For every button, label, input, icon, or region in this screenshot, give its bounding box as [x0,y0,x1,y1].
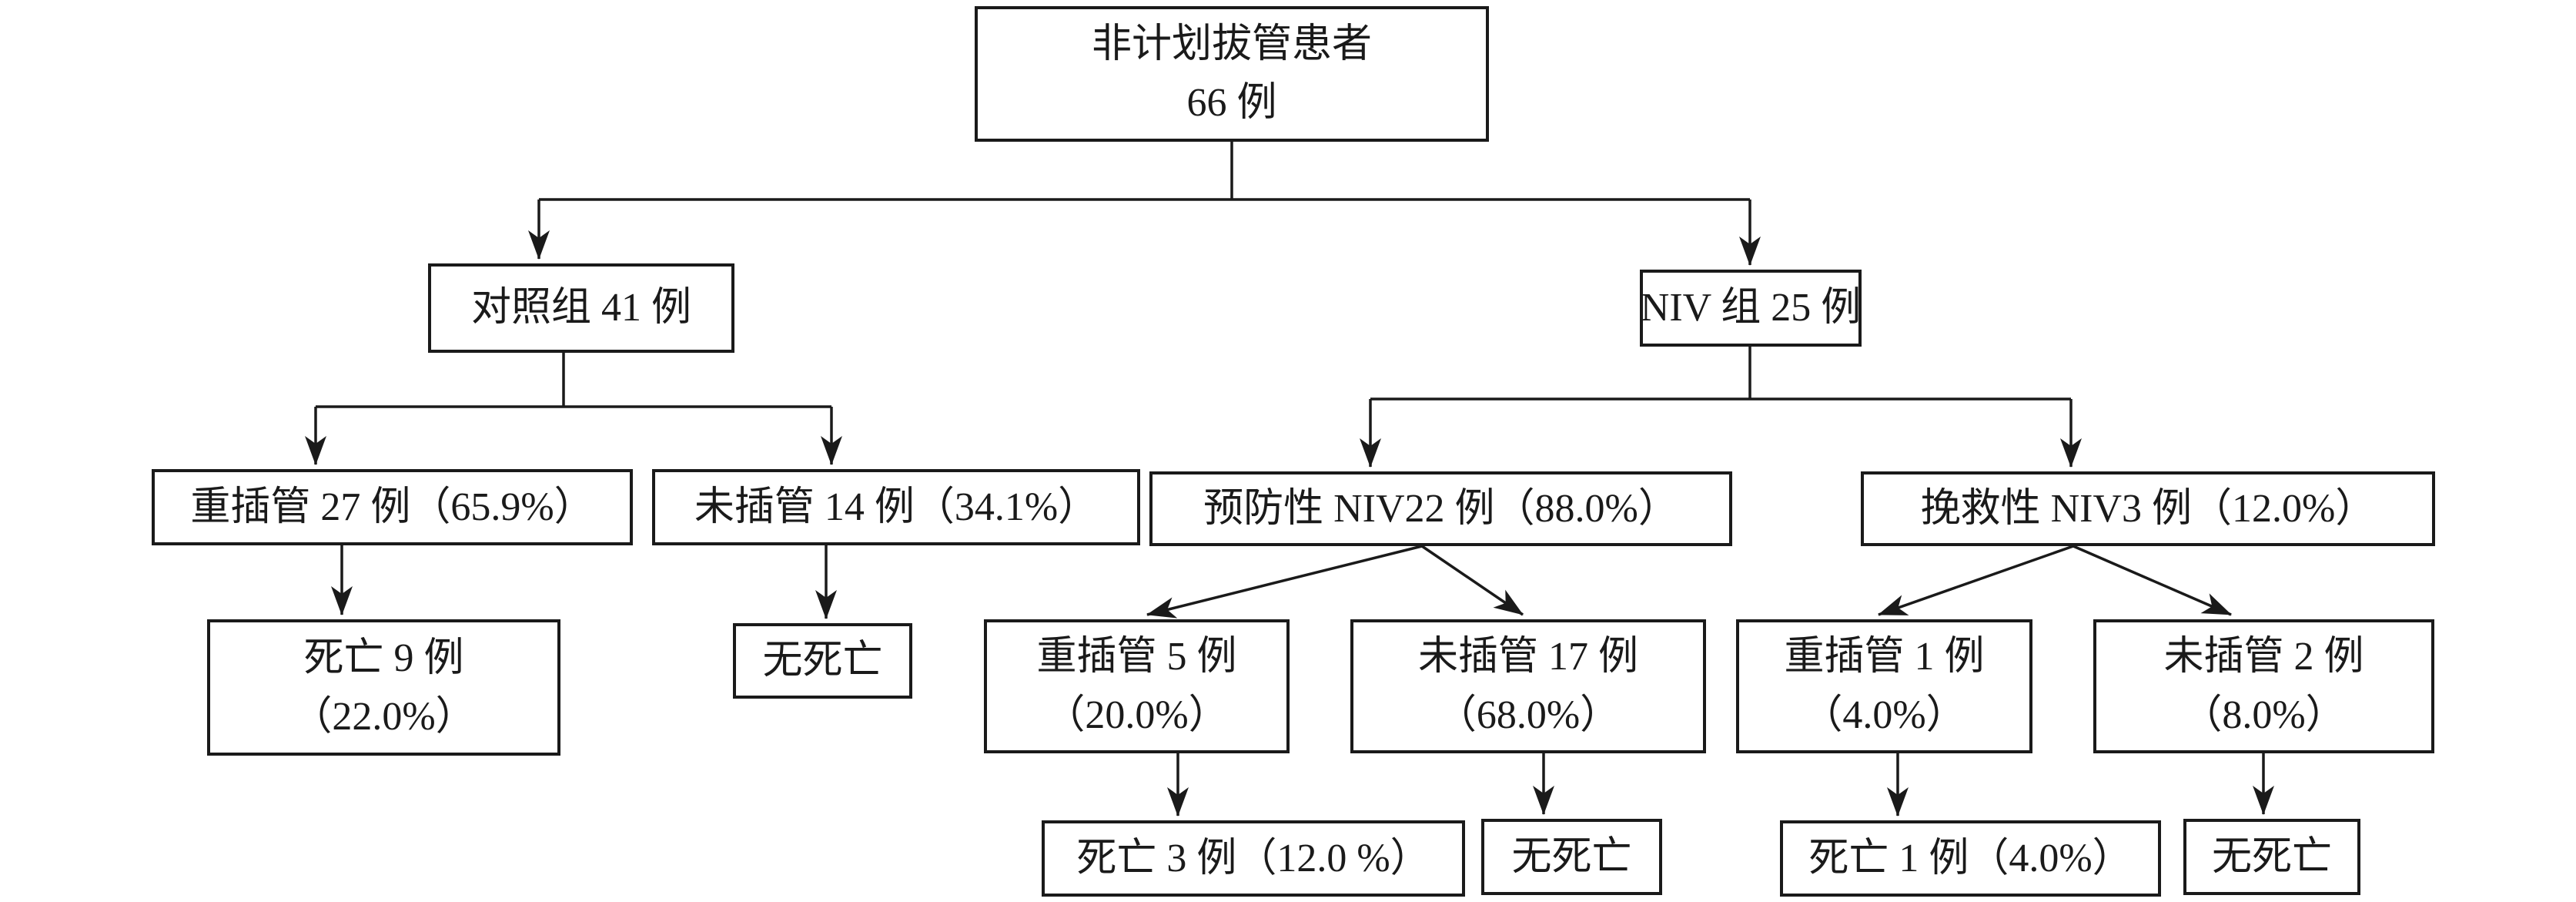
node-death-9-line2: （22.0%） [292,694,476,739]
node-reintubation-5-line2: （20.0%） [1045,693,1229,737]
node-control-group: 对照组 41 例 [428,263,734,353]
node-reintubation-1: 重插管 1 例 （4.0%） [1736,619,2032,753]
node-death-1: 死亡 1 例（4.0%） [1780,820,2161,897]
node-reintubation-27: 重插管 27 例（65.9%） [152,469,633,545]
node-no-intubation-14: 未插管 14 例（34.1%） [652,469,1140,545]
node-no-death-c-label: 无死亡 [2211,834,2332,879]
node-no-intubation-17: 未插管 17 例 （68.0%） [1350,619,1706,753]
node-no-intubation-2-line2: （8.0%） [2182,693,2346,737]
node-no-intubation-14-label: 未插管 14 例（34.1%） [694,485,1099,529]
node-death-9-line1: 死亡 9 例 [303,635,464,680]
node-no-intubation-2: 未插管 2 例 （8.0%） [2093,619,2434,753]
node-no-death-a-label: 无死亡 [762,639,883,682]
node-death-9: 死亡 9 例 （22.0%） [207,619,560,756]
node-no-death-b: 无死亡 [1481,819,1662,895]
node-prophylactic-niv-label: 预防性 NIV22 例（88.0%） [1203,486,1678,531]
node-root-line2: 66 例 [1186,81,1277,125]
node-no-intubation-17-line1: 未插管 17 例 [1417,635,1638,679]
node-death-3-label: 死亡 3 例（12.0 %） [1076,836,1430,880]
node-no-death-b-label: 无死亡 [1511,834,1632,879]
edge-rescue-reintub1 [1878,545,2074,616]
node-root: 非计划拔管患者 66 例 [975,6,1489,142]
node-death-1-label: 死亡 1 例（4.0%） [1808,836,2133,880]
node-reintubation-5: 重插管 5 例 （20.0%） [984,619,1290,753]
edge-prophylactic-nointub17 [1421,545,1524,616]
node-reintubation-1-line2: （4.0%） [1802,693,1966,737]
node-reintubation-5-line1: 重插管 5 例 [1036,635,1237,679]
node-control-group-label: 对照组 41 例 [470,286,691,330]
node-reintubation-27-label: 重插管 27 例（65.9%） [190,485,594,529]
edge-control-split [316,353,831,408]
edge-rescue-nointub2 [2073,545,2232,616]
node-no-intubation-17-line2: （68.0%） [1436,693,1621,737]
node-no-death-c: 无死亡 [2183,819,2360,895]
node-root-line1: 非计划拔管患者 [1091,22,1372,66]
node-rescue-niv-label: 挽救性 NIV3 例（12.0%） [1920,486,2376,531]
node-no-intubation-2-line1: 未插管 2 例 [2163,635,2364,679]
edge-root-split [539,142,1750,201]
edge-prophylactic-reintub5 [1146,545,1423,619]
edge-niv-split [1370,347,2071,401]
node-niv-group-label: NIV 组 25 例 [1640,286,1862,330]
node-prophylactic-niv: 预防性 NIV22 例（88.0%） [1149,471,1732,546]
node-death-3: 死亡 3 例（12.0 %） [1042,820,1465,897]
node-reintubation-1-line1: 重插管 1 例 [1784,635,1985,679]
node-rescue-niv: 挽救性 NIV3 例（12.0%） [1861,471,2435,546]
node-niv-group: NIV 组 25 例 [1640,270,1862,347]
node-no-death-a: 无死亡 [733,623,912,699]
